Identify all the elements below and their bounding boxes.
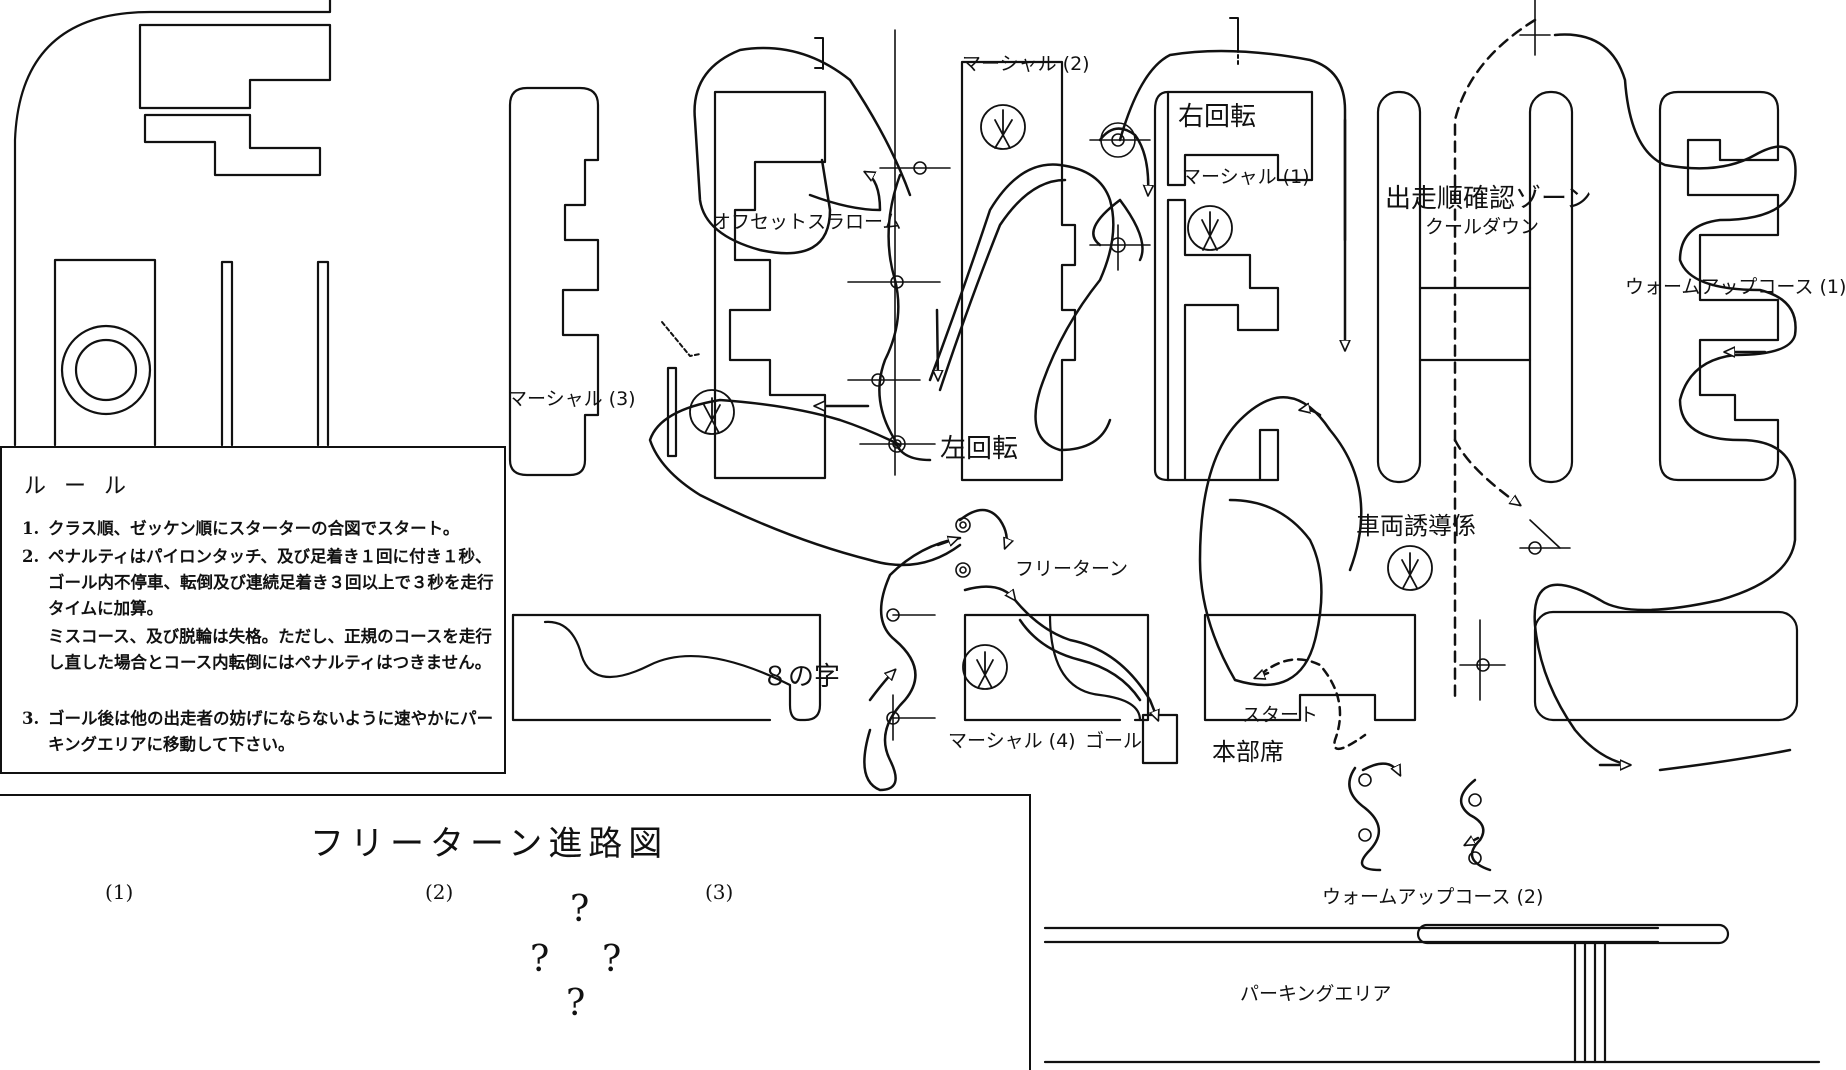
flag-icon [661, 17, 1239, 357]
pylon [913, 161, 927, 175]
pylon [1468, 793, 1482, 807]
free-turn-diagram-title: フリーターン進路図 [310, 824, 669, 864]
question-mark: ? [566, 983, 586, 1024]
rule-item: ミスコース、及び脱輪は失格。ただし、正規のコースを走行し直した場合とコース内転倒… [22, 624, 502, 676]
start-label: スタート [1242, 704, 1319, 726]
rule-text: ペナルティはパイロンタッチ、及び足着き１回に付き１秒、ゴール内不停車、転倒及び連… [48, 547, 494, 618]
pylon [1358, 773, 1372, 787]
rule-number: 3. [22, 709, 40, 728]
course-paths [648, 18, 1797, 872]
rule-item: 1. クラス順、ゼッケン順にスターターの合図でスタート。 [22, 516, 502, 542]
rule-item: 3. ゴール後は他の出走者の妨げにならないように速やかにパーキングエリアに移動して… [22, 706, 502, 758]
pylon [886, 608, 900, 622]
marshal-3-label: マーシャル (3) [508, 388, 636, 410]
pylon [1110, 237, 1126, 253]
question-mark: ? [530, 939, 550, 980]
warmup-1-label: ウォームアップコース (1) [1625, 276, 1846, 298]
order-zone-label: 出走順確認ゾーン [1385, 184, 1592, 214]
rules-title: ルール [24, 474, 145, 499]
question-mark: ? [570, 889, 590, 930]
pylon [1468, 851, 1482, 865]
vehicle-guide-label: 車両誘導係 [1356, 512, 1476, 540]
rule-text: ミスコース、及び脱輪は失格。ただし、正規のコースを走行し直した場合とコース内転倒… [48, 627, 492, 672]
warmup-2-label: ウォームアップコース (2) [1322, 886, 1544, 908]
pylon [1528, 541, 1542, 555]
offset-slalom-label: オフセットスラローム [712, 211, 902, 233]
marshal-4-label: マーシャル (4) [948, 730, 1076, 752]
goal-label: ゴール [1085, 730, 1143, 752]
right-turn-label: 右回転 [1178, 102, 1257, 132]
marshal-icon [689, 104, 1433, 690]
cooldown-label: クールダウン [1425, 216, 1540, 238]
case-3-label: (3) [705, 880, 734, 904]
pylon [955, 517, 971, 533]
parking-label: パーキングエリア [1240, 983, 1392, 1005]
rule-number: 1. [22, 519, 40, 538]
rules-panel: ルール 1. クラス順、ゼッケン順にスターターの合図でスタート。 2. ペナルティは… [0, 446, 506, 774]
question-mark: ? [602, 939, 622, 980]
pylon [1476, 658, 1490, 672]
marshal-2-label: マーシャル (2) [962, 53, 1090, 75]
free-turn-diagram-panel: フリーターン進路図 (1) (2) (3) ? ? ? ? [0, 794, 1031, 1070]
rule-text: ゴール後は他の出走者の妨げにならないように速やかにパーキングエリアに移動して下さ… [48, 709, 494, 754]
pylon [1358, 828, 1372, 842]
rule-number: 2. [22, 547, 40, 566]
rule-text: クラス順、ゼッケン順にスターターの合図でスタート。 [48, 519, 460, 538]
case-1-label: (1) [105, 880, 134, 904]
rule-item: 2. ペナルティはパイロンタッチ、及び足着き１回に付き１秒、ゴール内不停車、転倒及… [22, 544, 502, 622]
free-turn-label: フリーターン [1015, 558, 1129, 580]
hq-label: 本部席 [1212, 738, 1284, 766]
building-outline [13, 0, 332, 447]
pylons [847, 0, 1571, 865]
marshal-1-label: マーシャル (1) [1182, 166, 1310, 188]
left-turn-label: 左回転 [940, 434, 1019, 464]
pylon [888, 435, 906, 453]
figure-8-label: ８の字 [762, 662, 841, 692]
pylon [871, 373, 885, 387]
pylon [955, 562, 971, 578]
pylon [890, 275, 904, 289]
case-2-label: (2) [425, 880, 454, 904]
